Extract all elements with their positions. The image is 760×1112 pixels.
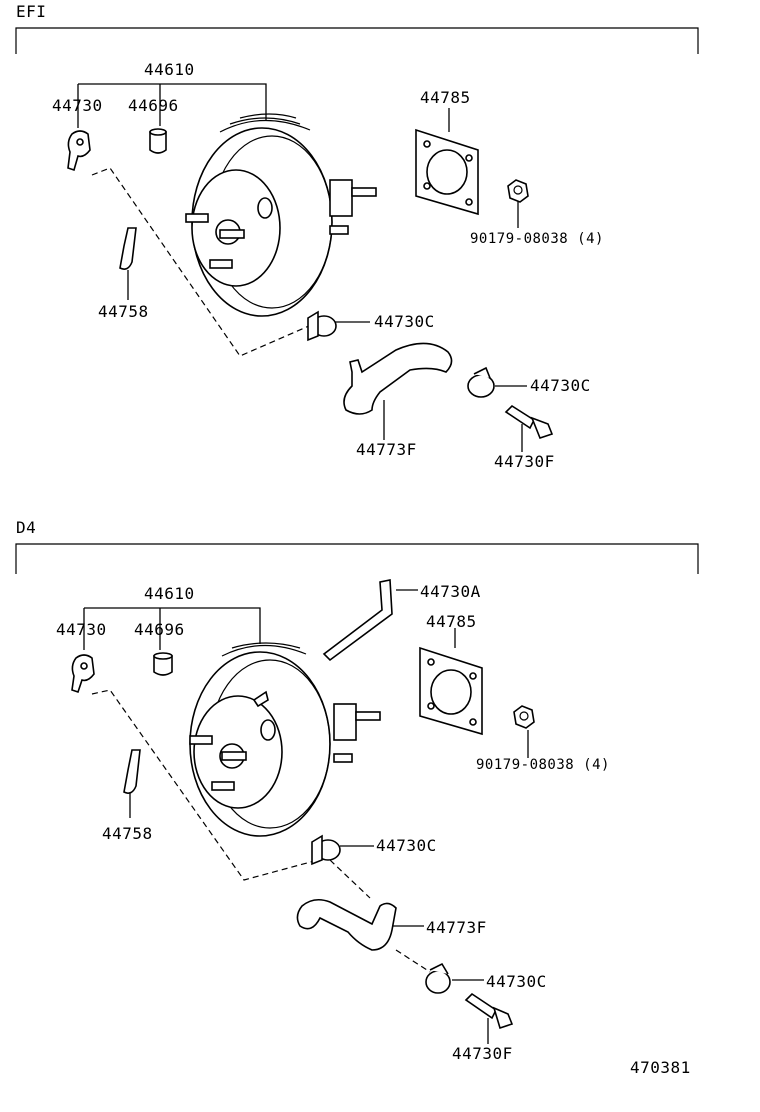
efi-gasket-part <box>415 128 479 216</box>
d4-clamp-lower-part <box>425 962 451 994</box>
d4-label-pipe: 44730A <box>420 582 481 601</box>
d4-label-check-valve: 44730F <box>452 1044 513 1063</box>
efi-booster-part <box>185 113 377 317</box>
d4-section-title: D4 <box>16 518 37 537</box>
efi-check-valve-part <box>504 404 554 439</box>
d4-pipe-part <box>322 579 393 662</box>
d4-frame <box>15 543 699 574</box>
d4-label-clamp-upper: 44730C <box>376 836 437 855</box>
d4-label-union: 44730 <box>56 620 107 639</box>
efi-section-title: EFI <box>16 2 47 21</box>
efi-booster-leader <box>77 83 267 128</box>
d4-hose-part <box>296 898 397 951</box>
efi-label-check-valve: 44730F <box>494 452 555 471</box>
d4-grommet-part <box>153 652 173 676</box>
efi-clamp-upper-part <box>307 310 337 342</box>
d4-gasket-part <box>419 646 483 736</box>
d4-check-valve-part <box>464 992 514 1030</box>
efi-grommet-part <box>149 128 167 154</box>
diagram-code: 470381 <box>630 1058 691 1077</box>
efi-label-union: 44730 <box>52 96 103 115</box>
efi-frame <box>15 27 699 54</box>
d4-label-grommet: 44696 <box>134 620 185 639</box>
efi-label-clamp-upper: 44730C <box>374 312 435 331</box>
efi-label-booster: 44610 <box>144 60 195 79</box>
d4-label-clamp-lower: 44730C <box>486 972 547 991</box>
efi-dashed-route <box>91 167 319 357</box>
d4-clamp-upper-part <box>311 834 341 866</box>
efi-hose-part <box>343 342 453 415</box>
efi-clamp-lower-part <box>467 366 495 398</box>
d4-label-gasket: 44785 <box>426 612 477 631</box>
d4-nut-part <box>513 705 535 729</box>
d4-label-hose: 44773F <box>426 918 487 937</box>
efi-label-bracket: 44758 <box>98 302 149 321</box>
efi-nut-part <box>507 179 529 203</box>
efi-label-gasket: 44785 <box>420 88 471 107</box>
d4-label-booster: 44610 <box>144 584 195 603</box>
d4-booster-part <box>189 642 381 837</box>
efi-label-clamp-lower: 44730C <box>530 376 591 395</box>
efi-label-hose: 44773F <box>356 440 417 459</box>
efi-label-grommet: 44696 <box>128 96 179 115</box>
d4-label-bracket: 44758 <box>102 824 153 843</box>
d4-union-part <box>71 654 95 694</box>
d4-bracket-part <box>123 749 141 794</box>
efi-union-part <box>67 130 91 172</box>
d4-label-nut: 90179-08038 (4) <box>476 757 610 773</box>
efi-label-nut: 90179-08038 (4) <box>470 231 604 247</box>
d4-dashed-route <box>91 689 319 881</box>
efi-bracket-part <box>119 227 137 270</box>
